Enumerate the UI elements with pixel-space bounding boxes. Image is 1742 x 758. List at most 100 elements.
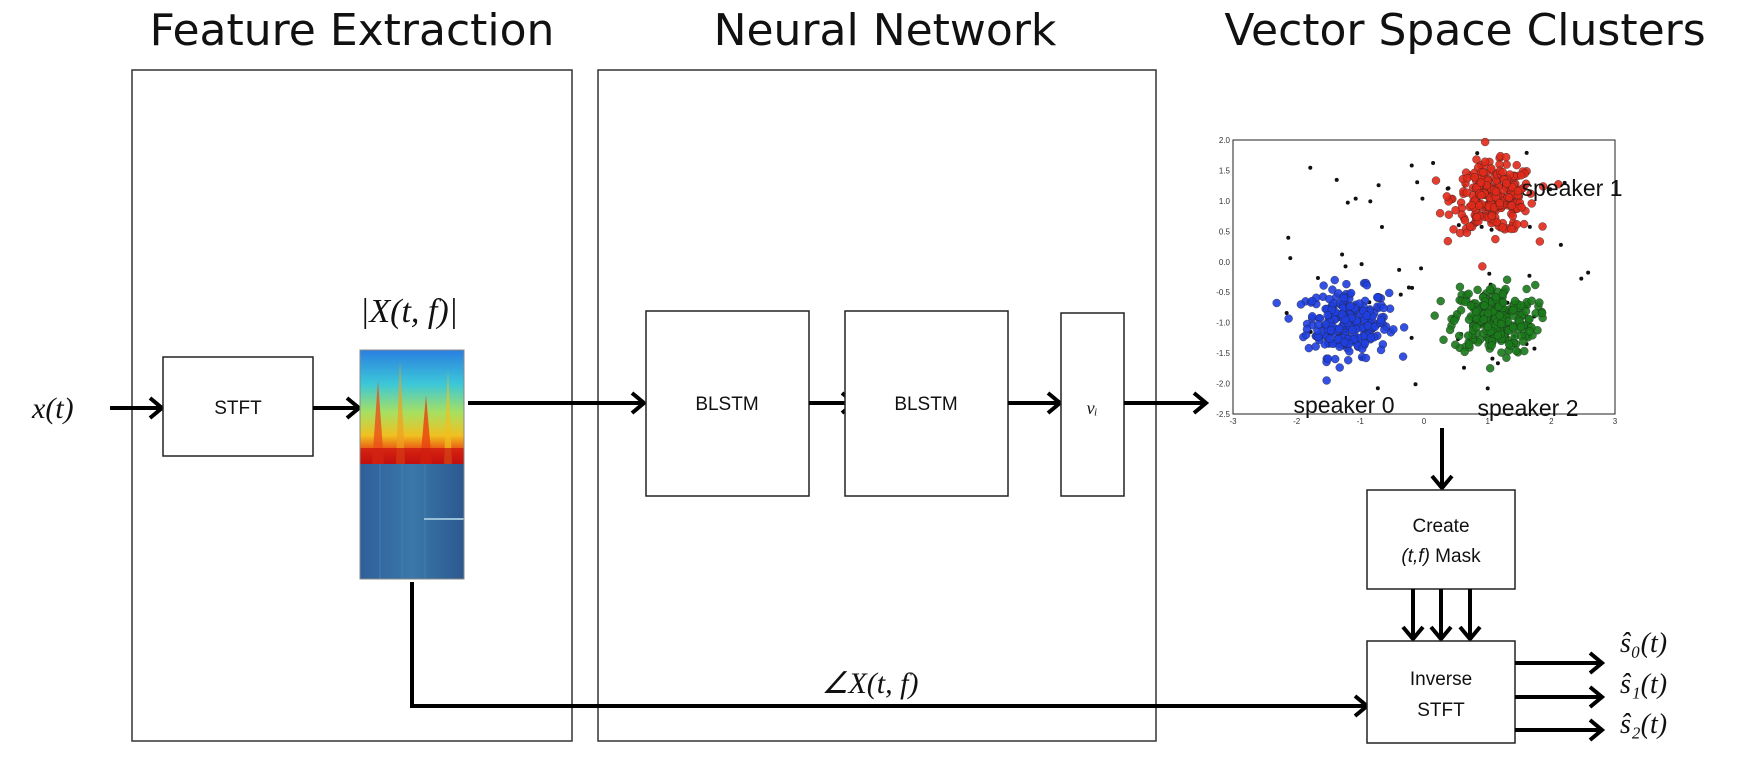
cluster-point-speaker-0 <box>1342 279 1351 289</box>
feature-extraction-frame <box>131 69 573 742</box>
cluster-point-speaker-0 <box>1346 288 1356 298</box>
arrowhead-output-2 <box>1588 718 1606 742</box>
cluster-point-speaker-2 <box>1465 340 1474 349</box>
cluster-point-speaker-0 <box>1323 354 1333 363</box>
y-tick-label: 1.0 <box>1219 197 1231 206</box>
cluster-point-speaker-2 <box>1521 307 1531 316</box>
noise-point <box>1410 285 1415 290</box>
cluster-point-speaker-1 <box>1517 203 1526 212</box>
cluster-point-speaker-0 <box>1379 303 1388 313</box>
cluster-point-speaker-1 <box>1513 186 1523 196</box>
cluster-point-speaker-2 <box>1485 285 1495 294</box>
cluster-point-speaker-2 <box>1511 346 1521 355</box>
cluster-point-speaker-1 <box>1507 224 1516 234</box>
noise-point <box>1485 386 1490 391</box>
noise-point <box>1345 200 1350 205</box>
x-tick-label: 3 <box>1613 417 1618 426</box>
inverse-stft-box <box>1366 640 1516 744</box>
inverse-stft-line1: Inverse <box>1410 669 1472 690</box>
cluster-point-speaker-2 <box>1535 298 1544 307</box>
cluster-point-speaker-1 <box>1491 187 1501 196</box>
cluster-point-speaker-1 <box>1463 173 1472 183</box>
cluster-point-speaker-2 <box>1455 282 1465 292</box>
cluster-point-speaker-2 <box>1519 337 1528 346</box>
cluster-point-speaker-2 <box>1472 322 1481 332</box>
cluster-point-speaker-1 <box>1470 173 1479 182</box>
input-signal-label: x(t) <box>31 392 74 425</box>
cluster-point-speaker-2 <box>1456 306 1466 315</box>
noise-point <box>1334 177 1339 182</box>
cluster-point-speaker-0 <box>1339 293 1349 303</box>
noise-point <box>1579 276 1584 281</box>
noise-point <box>1376 183 1381 188</box>
scatter-cluster-points <box>1272 137 1563 385</box>
cluster-point-speaker-1 <box>1507 201 1516 210</box>
cluster-point-speaker-2 <box>1430 311 1439 320</box>
noise-point <box>1308 165 1313 170</box>
cluster-point-speaker-0 <box>1376 345 1386 355</box>
cluster-point-speaker-1 <box>1480 157 1490 166</box>
stft-box <box>162 356 314 457</box>
spectrogram-image <box>359 349 465 580</box>
y-tick-label: -0.5 <box>1216 288 1230 297</box>
arrowhead-mask-0 <box>1401 625 1425 643</box>
noise-point <box>1413 382 1418 387</box>
cluster-point-speaker-2 <box>1525 314 1534 324</box>
cluster-point-speaker-1 <box>1472 212 1482 222</box>
y-tick-label: -2.5 <box>1216 410 1230 419</box>
cluster-point-speaker-0 <box>1330 354 1340 364</box>
noise-point <box>1462 365 1467 370</box>
cluster-point-speaker-2 <box>1520 346 1529 356</box>
noise-point <box>1406 285 1411 290</box>
noise-point <box>1409 163 1414 168</box>
cluster-point-speaker-0 <box>1376 315 1385 325</box>
noise-point <box>1288 256 1293 261</box>
noise-point <box>1286 235 1291 240</box>
create-mask-line2: (t,f) Mask <box>1401 546 1481 567</box>
cluster-point-speaker-0 <box>1398 352 1408 361</box>
phase-path <box>410 582 1365 708</box>
noise-point <box>1379 224 1384 229</box>
stft-label: STFT <box>214 398 262 419</box>
cluster-point-speaker-1 <box>1431 176 1441 185</box>
noise-point <box>1359 262 1364 267</box>
embedding-box <box>1060 312 1125 497</box>
cluster-point-speaker-0 <box>1366 333 1376 342</box>
cluster-point-speaker-1 <box>1526 189 1535 198</box>
cluster-point-speaker-1 <box>1478 262 1487 271</box>
blstm-box-2 <box>844 310 1009 497</box>
cluster-point-speaker-1 <box>1449 225 1458 234</box>
y-tick-label: 2.0 <box>1219 136 1231 145</box>
mask-tf-text: (t,f) <box>1401 546 1430 567</box>
cluster-point-speaker-1 <box>1491 234 1500 244</box>
cluster-point-speaker-1 <box>1512 220 1522 229</box>
noise-point <box>1420 196 1425 201</box>
blstm-box-1 <box>645 310 810 497</box>
cluster-point-speaker-1 <box>1442 192 1452 201</box>
embedding-label: vᵢ <box>1087 398 1098 418</box>
cluster-point-speaker-0 <box>1360 339 1370 348</box>
cluster-point-speaker-0 <box>1272 298 1281 308</box>
noise-point <box>1562 180 1567 185</box>
cluster-point-speaker-2 <box>1466 301 1476 311</box>
cluster-point-speaker-1 <box>1498 167 1507 177</box>
cluster-point-speaker-2 <box>1537 308 1547 318</box>
noise-point <box>1409 335 1414 340</box>
cluster-point-speaker-2 <box>1439 335 1448 345</box>
cluster-point-speaker-0 <box>1341 315 1350 325</box>
cluster-point-speaker-2 <box>1497 348 1506 357</box>
y-tick-label: -1.0 <box>1216 319 1230 328</box>
cluster-point-speaker-0 <box>1323 310 1332 320</box>
cluster-point-speaker-0 <box>1335 363 1344 372</box>
cluster-point-speaker-0 <box>1344 356 1353 365</box>
noise-point <box>1353 196 1358 201</box>
cluster-point-speaker-0 <box>1380 325 1389 334</box>
cluster-point-speaker-0 <box>1385 288 1394 298</box>
cluster-point-speaker-2 <box>1502 275 1512 284</box>
noise-point <box>1495 361 1500 366</box>
cluster-point-speaker-1 <box>1519 219 1529 229</box>
cluster-point-speaker-0 <box>1325 294 1334 304</box>
create-mask-box <box>1366 489 1516 590</box>
